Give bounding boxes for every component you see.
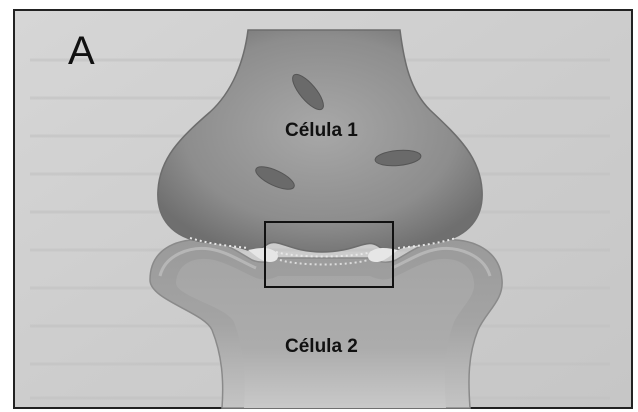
panel-label: A [68, 29, 95, 73]
cell-2-label: Célula 2 [285, 336, 358, 357]
cell-1-label: Célula 1 [285, 120, 358, 141]
